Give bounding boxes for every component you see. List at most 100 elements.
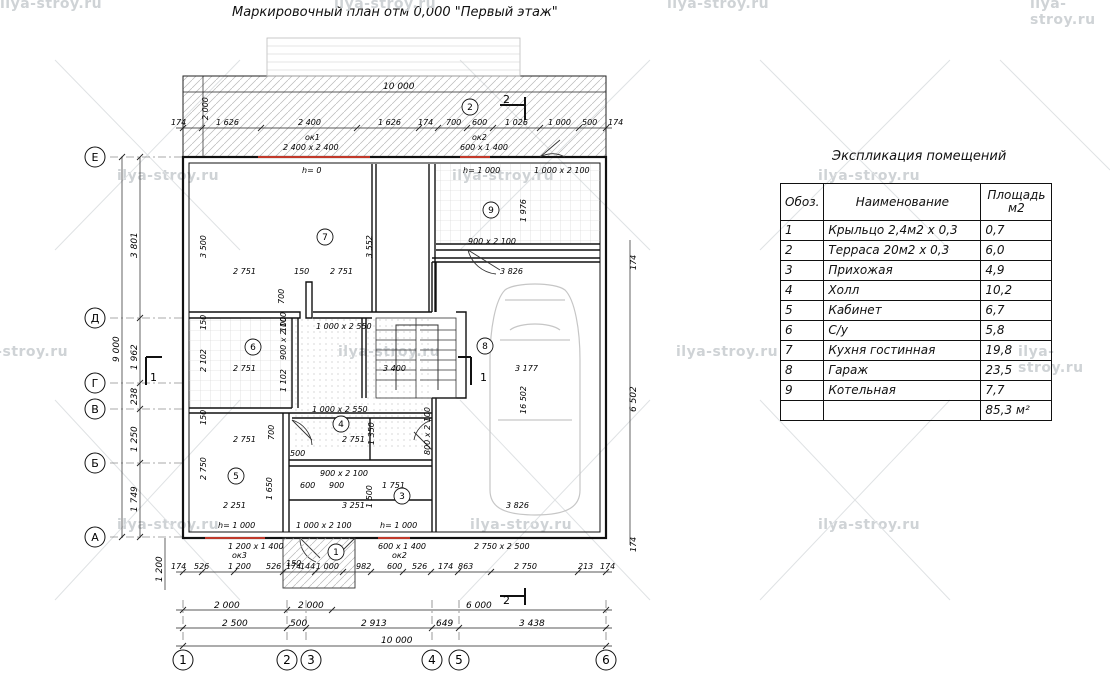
dim-top-0: 174: [171, 118, 186, 127]
dim-row2-0: 2 000: [214, 601, 240, 611]
section-marks: [145, 97, 526, 605]
dim-bath-700: 700: [277, 289, 286, 304]
watermark: ilya-stroy.ru: [334, 0, 437, 12]
room-7-label: 7: [322, 233, 328, 243]
dimension-texts: 10 000 2 000 174 1 626 2 400 1 626 174 7…: [112, 82, 639, 646]
dim-entry-w: 3 251: [342, 501, 365, 510]
terrace: [182, 75, 607, 158]
dim-top-2: 2 400: [298, 118, 321, 127]
row-area: 10,2: [980, 280, 1053, 301]
axis-label-d: Д: [91, 312, 100, 325]
dim-bottom-11: 863: [458, 562, 473, 571]
dim-garage-w3: 3 826: [506, 501, 529, 510]
row-area: 23,5: [980, 360, 1053, 381]
room-5-label: 5: [233, 472, 239, 482]
dim-entry-1500: 1 500: [365, 485, 374, 508]
row-num: 2: [779, 240, 825, 261]
interior-walls: [189, 164, 600, 532]
total-row: 85,3 м²: [779, 400, 1053, 421]
stair-door: 1 000 х 2 550: [316, 322, 372, 331]
window-ok1-label: ок1: [305, 133, 320, 142]
dim-entry-900: 900: [329, 481, 344, 490]
row-num: 1: [779, 220, 825, 241]
row-name: Крыльцо 2,4м2 х 0,3: [823, 220, 982, 241]
row-name: Кухня гостинная: [823, 340, 982, 361]
row-area: 4,9: [980, 260, 1053, 281]
row-area: 0,7: [980, 220, 1053, 241]
dim-top-overall: 10 000: [383, 82, 415, 92]
dim-kitchen-h1: 3 500: [199, 235, 208, 258]
room-numbers: 1 2 3 4 5 6 7 8 9: [233, 103, 494, 558]
row-name: Котельная: [823, 380, 982, 401]
dim-top-9: 500: [582, 118, 597, 127]
staircase: [375, 317, 457, 399]
dim-row2-2: 6 000: [466, 601, 492, 611]
window-ok2-label: ок2: [472, 133, 487, 142]
window-bottom-ok2-size: 600 х 1 400: [378, 542, 426, 551]
window-ok1-size: 2 400 х 2 400: [283, 143, 339, 152]
dim-row2-1: 2 000: [298, 601, 324, 611]
dim-row3-0: 2 500: [222, 619, 248, 629]
garage-gate-size: 2 750 х 2 500: [474, 542, 530, 551]
dim-garage-h: 16 502: [519, 386, 528, 414]
dim-right-2: 174: [629, 537, 638, 552]
room-9-label: 9: [488, 206, 494, 216]
window-ok3-label: ок3: [232, 551, 247, 560]
dim-office-1650: 1 650: [265, 477, 274, 500]
bathroom-tiles: [189, 318, 292, 408]
row-area: 19,8: [980, 340, 1053, 361]
dim-top-4: 174: [418, 118, 433, 127]
dim-bottom-12: 2 750: [514, 562, 537, 571]
axis-label-2: 2: [283, 653, 291, 667]
dim-garage-w: 3 826: [500, 267, 523, 276]
room-2-label: 2: [467, 103, 473, 113]
axis-label-6: 6: [602, 653, 610, 667]
dim-office-500: 500: [290, 449, 305, 458]
dim-left-3: 1 250: [130, 426, 140, 452]
total-area: 85,3 м²: [980, 400, 1053, 421]
watermark: ilya-stroy.ru: [470, 517, 573, 533]
axis-labels-vertical: 1 2 3 4 5 6: [179, 653, 610, 667]
dim-top-5: 700: [446, 118, 461, 127]
dimension-lines: [121, 76, 631, 647]
watermark: ilya-stroy.ru: [1030, 0, 1096, 28]
dim-garage-w2: 3 177: [515, 364, 539, 373]
dim-hall-w-left: 2 751: [233, 435, 256, 444]
section-2-bottom: 2: [503, 594, 510, 607]
dim-top-6: 600: [472, 118, 487, 127]
room-markers: [227, 98, 500, 561]
boiler-door: 1 000 х 2 100: [534, 166, 590, 175]
porch: [282, 537, 356, 589]
row-num: 4: [779, 280, 825, 301]
dim-bottom-8: 600: [387, 562, 402, 571]
dim-bath-w: 2 751: [233, 364, 256, 373]
dim-right-0: 174: [629, 255, 638, 270]
row-name: Терраса 20м2 х 0,3: [823, 240, 982, 261]
terrace-stairs: [266, 37, 521, 77]
dim-left-1: 1 962: [130, 344, 140, 370]
room-3-label: 3: [399, 492, 405, 502]
watermark: ilya-stroy.ru: [0, 0, 103, 12]
axis-markers-horizontal: [84, 146, 106, 548]
row-num: 5: [779, 300, 825, 321]
dim-kitchen-w1: 2 751: [233, 267, 256, 276]
office-h: h= 1 000: [218, 521, 255, 530]
dim-left-4: 1 749: [130, 486, 140, 512]
dim-entry-door: 900 х 2 100: [320, 469, 368, 478]
dim-row3-3: 649: [436, 619, 453, 629]
dim-bottom-3: 526: [266, 562, 281, 571]
row-name: Кабинет: [823, 300, 982, 321]
dim-bath-150: 150: [199, 315, 208, 330]
window-ok2-size: 600 х 1 400: [460, 143, 508, 152]
row-num: 3: [779, 260, 825, 281]
room-1-label: 1: [333, 548, 339, 558]
dim-porch-150: 150: [286, 559, 301, 568]
dim-hall-h: 1 350: [367, 422, 376, 445]
dim-left-2: 238: [130, 388, 140, 405]
dim-bottom-6: 1 000: [316, 562, 339, 571]
stair-width: 3 400: [383, 364, 406, 373]
dim-bottom-13: 213: [578, 562, 593, 571]
